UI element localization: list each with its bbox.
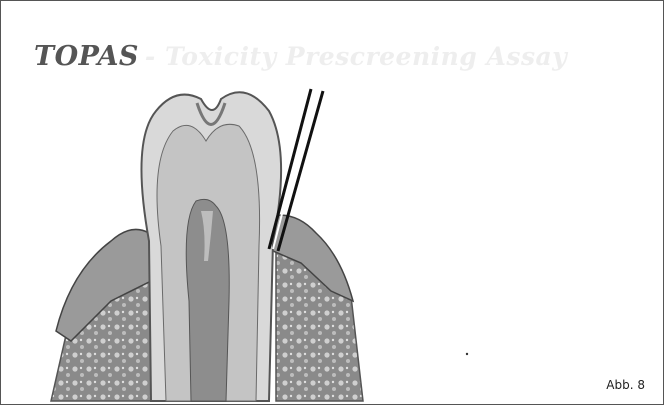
title-main: TOPAS <box>34 41 139 72</box>
title-subtitle: - Toxicity Prescreening Assay <box>145 42 567 71</box>
figure-caption: Abb. 8 <box>606 378 645 392</box>
slide-title: TOPAS- Toxicity Prescreening Assay <box>34 41 567 72</box>
